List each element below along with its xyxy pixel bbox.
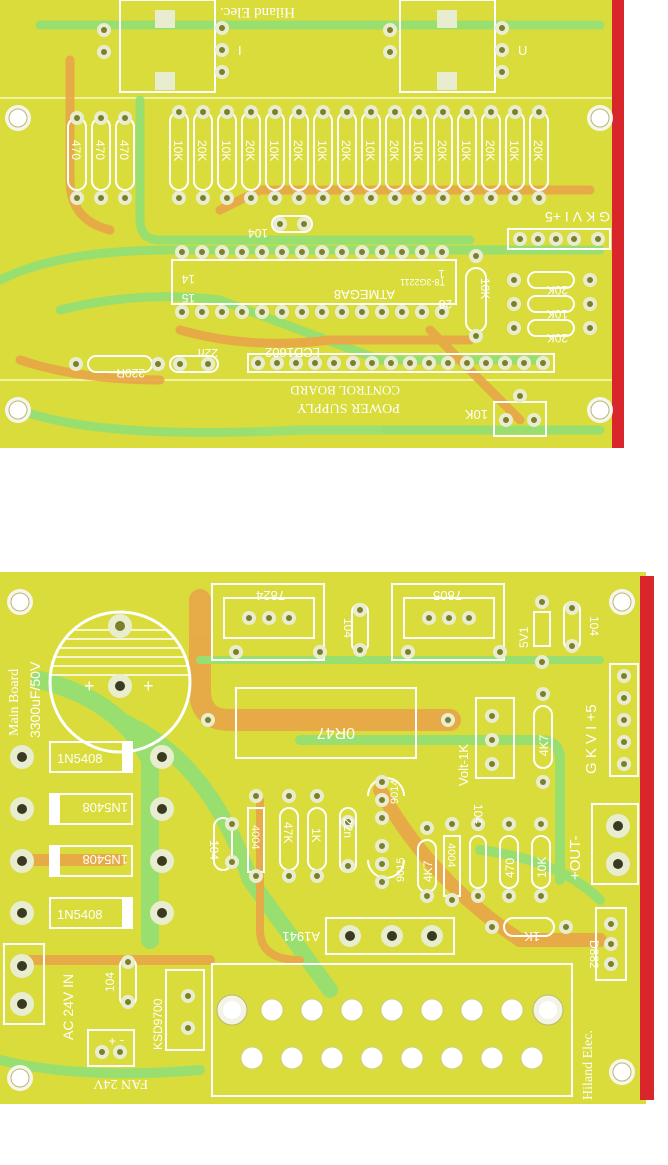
mcu-name: ATMEGA8 xyxy=(334,287,395,302)
cap-104-label: 104 xyxy=(341,618,355,638)
trimmer-10k-label: 10K xyxy=(465,407,488,422)
resistor-bank-label: 20K xyxy=(243,140,257,161)
ac-input-label: AC 24V IN xyxy=(60,974,76,1040)
mcu-code: T8-3G2211 xyxy=(400,277,445,287)
diodes: 1N5408 1N5408 1N5408 1N5408 xyxy=(10,741,174,929)
control-board-red-edge xyxy=(612,0,624,448)
capacitor-3300uf: + + 3300uF/50V xyxy=(27,610,192,754)
volt-pot-label: Volt-1K xyxy=(456,744,471,786)
transistor-a1941-label: A1941 xyxy=(282,929,320,944)
mount-hole xyxy=(586,104,614,132)
cap-104-label: 104 xyxy=(207,840,221,860)
main-board-red-edge xyxy=(640,576,654,1100)
res-470-label: 470 xyxy=(69,140,83,160)
resistor-bank-label: 10K xyxy=(507,140,521,161)
resistor-bank-label: 20K xyxy=(387,140,401,161)
mount-hole xyxy=(4,104,32,132)
cap-22n-label: 22n xyxy=(198,346,218,360)
res-4k7-label: 4K7 xyxy=(537,734,551,756)
ksd9700-label: KSD9700 xyxy=(151,998,165,1050)
reg-7824-label: 7824 xyxy=(256,588,285,603)
regulator-7824: 7824 xyxy=(211,583,327,661)
res-470-label: 470 xyxy=(117,140,131,160)
resistor-bank-label: 10K xyxy=(411,140,425,161)
control-board-traces xyxy=(0,20,605,437)
board-title-line1: CONTROL BOARD xyxy=(290,383,400,398)
lcd-label: LCD1602 xyxy=(265,345,320,360)
cap-104-label: 104 xyxy=(103,972,117,992)
cap-22n-label: 22n xyxy=(341,818,355,838)
diode-label: 1N5408 xyxy=(57,751,103,766)
zener-label: 5V1 xyxy=(517,626,531,648)
res-10k-label: 10K xyxy=(535,857,549,878)
resistor-bank-label: 20K xyxy=(435,140,449,161)
diode-label: 1N5408 xyxy=(82,800,128,815)
resistor-bank-label: 20K xyxy=(291,140,305,161)
resistor-bank-label: 10K xyxy=(171,140,185,161)
res-470-label: 470 xyxy=(503,858,517,878)
resistor-bank-label: 20K xyxy=(483,140,497,161)
res-label: 10K xyxy=(547,307,568,321)
mount-hole xyxy=(4,396,32,424)
fan-label: FAN 24V xyxy=(93,1076,148,1091)
ic-4004-label: 4004 xyxy=(249,825,261,849)
q-9014-label: 9014 xyxy=(389,780,401,804)
mount-hole xyxy=(586,396,614,424)
capacitor-label: 3300uF/50V xyxy=(27,661,43,738)
resistor-bank-label: 10K xyxy=(267,140,281,161)
res-47k-label: 47K xyxy=(281,822,295,843)
res-label: 20K xyxy=(547,283,568,297)
resistor-bank-label: 20K xyxy=(531,140,545,161)
vendor-mark-bottom: Hiland Elec. xyxy=(581,1030,596,1100)
regulator-7805: 7805 xyxy=(391,583,507,661)
resistor-bank: 10K 20K 10K 20K 10K 20K 10K 20K 10K 20K 10K 20K 10K 2… xyxy=(169,105,549,205)
side-resistors: 20K 10K 20K xyxy=(507,271,597,345)
pin-1: 1 xyxy=(438,267,445,281)
resistor-bank-label: 20K xyxy=(339,140,353,161)
cap-104-label: 104 xyxy=(587,616,601,636)
resistors-470: 470 470 470 xyxy=(67,111,135,205)
ic-4004-label: 4004 xyxy=(445,843,457,867)
output-terminal-label: +OUT- xyxy=(567,835,584,880)
driver-d882-label: D882 xyxy=(587,940,601,969)
board-title-line2: POWER SUPPLY xyxy=(297,400,400,415)
shunt-label: 0R47 xyxy=(317,724,355,741)
cap-104-label: 104 xyxy=(248,226,268,240)
atmega8-footprint: ATMEGA8 T8-3G2211 14 15 1 28 xyxy=(171,245,457,319)
pin-28: 28 xyxy=(438,297,452,311)
main-board-label: Main Board xyxy=(7,669,22,736)
svg-text:+: + xyxy=(84,676,95,696)
res-label: 20K xyxy=(547,331,568,345)
header-label: G K V I +5 xyxy=(545,209,610,225)
resistor-bank-label: 10K xyxy=(315,140,329,161)
res-1k-label: 1K xyxy=(524,929,540,944)
fan-polarity-label: - + xyxy=(108,1034,124,1049)
label-i: I xyxy=(238,43,242,58)
q-9015-label: 9015 xyxy=(395,858,407,882)
diode-label: 1N5408 xyxy=(82,852,128,867)
resistor-bank-label: 10K xyxy=(459,140,473,161)
res-1k-label: 1K xyxy=(309,828,323,843)
cap-104-label: 104 xyxy=(471,804,485,824)
res-470-label: 470 xyxy=(93,140,107,160)
res-4k7-label: 4K7 xyxy=(421,860,435,882)
pot-10k-label: 10K xyxy=(478,278,492,299)
label-u: U xyxy=(518,43,527,58)
svg-text:+: + xyxy=(143,676,154,696)
pin-15: 15 xyxy=(181,291,195,305)
main-board: + + 3300uF/50V Main Board 7824 7805 104 … xyxy=(0,572,654,1104)
diode-label: 1N5408 xyxy=(57,907,103,922)
res-220r-label: 220R xyxy=(116,366,145,380)
resistor-bank-label: 10K xyxy=(219,140,233,161)
resistor-bank-label: 10K xyxy=(363,140,377,161)
reg-7805-label: 7805 xyxy=(433,588,462,603)
vendor-mark-top: Hiland Elec. xyxy=(220,4,295,20)
header-label: G K V I +5 xyxy=(583,704,600,774)
pin-14: 14 xyxy=(181,272,195,286)
resistor-bank-label: 20K xyxy=(195,140,209,161)
